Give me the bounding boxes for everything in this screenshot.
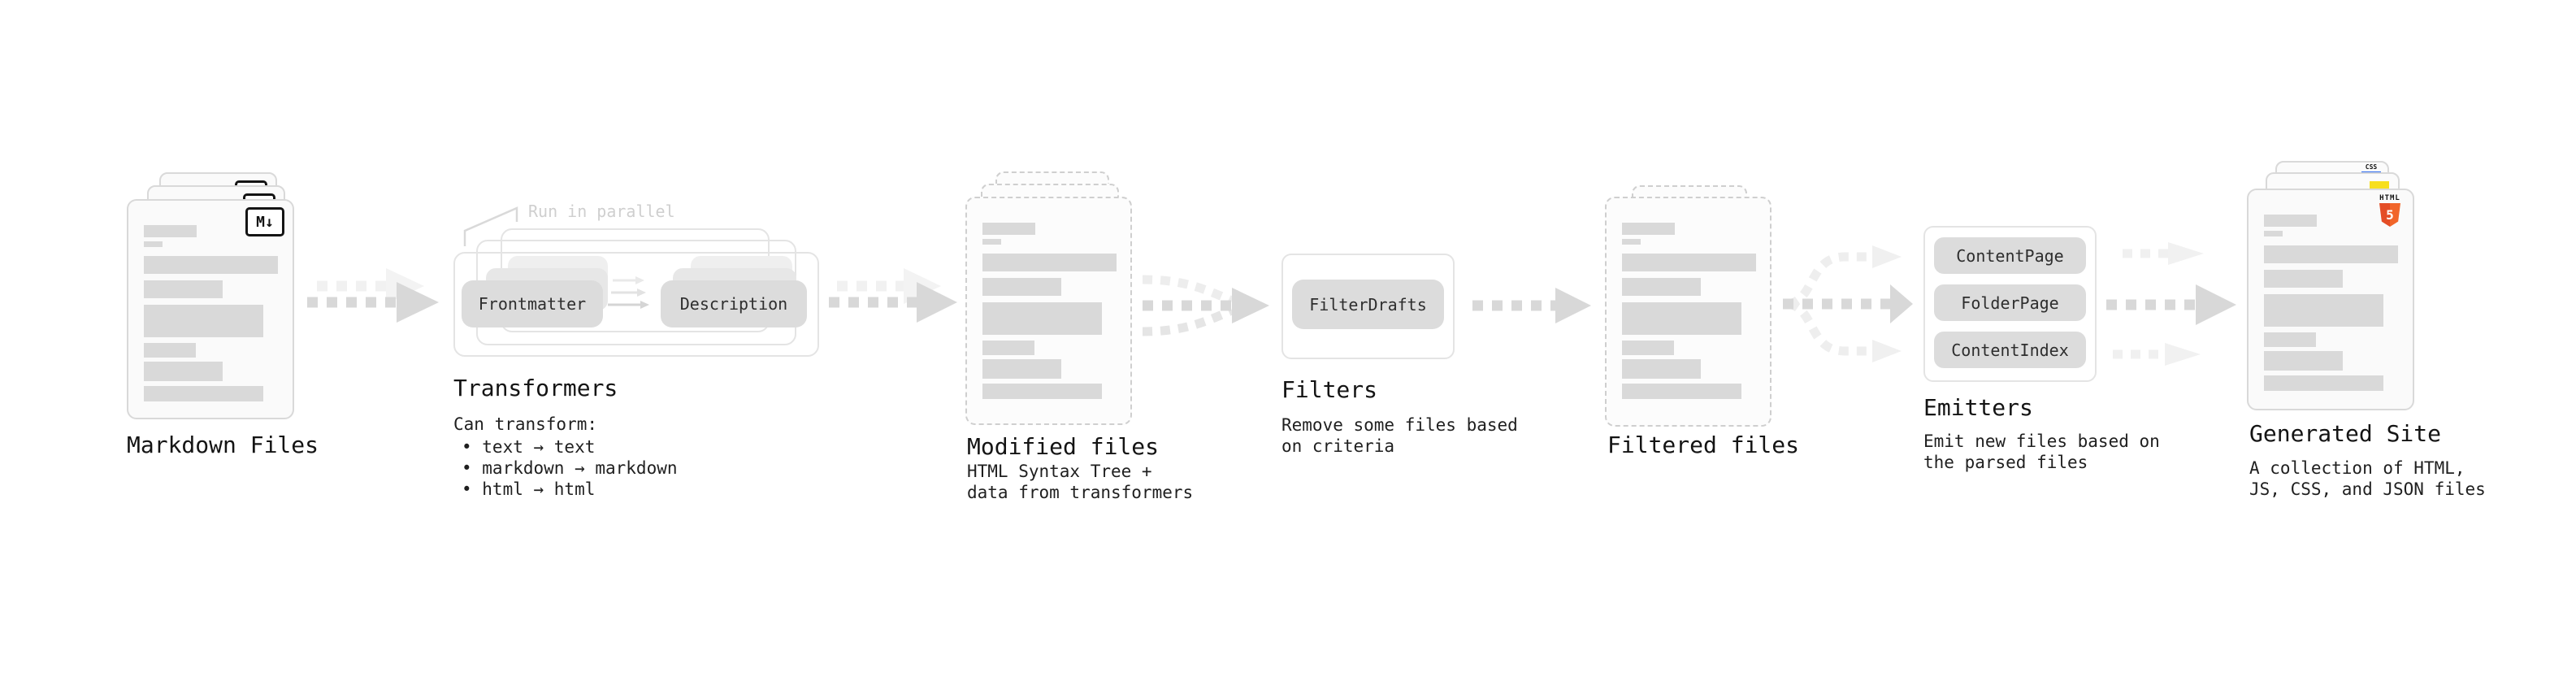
doc-line xyxy=(144,225,197,237)
doc-line xyxy=(982,254,1117,271)
emitter-pill-contentpage: ContentPage xyxy=(1934,237,2086,274)
modified-subtitle-line1: HTML Syntax Tree + xyxy=(967,462,1152,481)
note-run-in-parallel: Run in parallel xyxy=(528,202,675,221)
doc-line xyxy=(1622,223,1675,235)
doc-line xyxy=(982,239,1001,245)
doc-line xyxy=(2264,294,2383,327)
doc-placeholder-lines xyxy=(982,223,1117,399)
modified-subtitle-line2: data from transformers xyxy=(967,483,1194,502)
doc-line xyxy=(2264,351,2343,371)
bullet-item: • markdown → markdown xyxy=(462,458,678,478)
flow-arrow-4 xyxy=(1472,288,1591,323)
flow-arrow-1 xyxy=(307,268,439,323)
doc-line xyxy=(982,359,1061,379)
transformers-bullet-list: • text → text • markdown → markdown • ht… xyxy=(462,436,678,500)
doc-placeholder-lines xyxy=(2264,215,2398,391)
bullet-item: • html → html xyxy=(462,479,596,499)
generated-subtitle-line2: JS, CSS, and JSON files xyxy=(2249,479,2486,499)
stage-title-generated: Generated Site xyxy=(2249,420,2442,447)
doc-line xyxy=(144,280,223,298)
doc-placeholder-lines xyxy=(1622,223,1756,399)
doc-line xyxy=(1622,340,1674,355)
filters-subtitle-line1: Remove some files based xyxy=(1281,415,1518,435)
bullet-item: • text → text xyxy=(462,437,596,457)
filters-subtitle-line2: on criteria xyxy=(1281,436,1395,456)
doc-line xyxy=(144,386,263,401)
doc-line xyxy=(2264,332,2316,347)
markdown-icon: M↓ xyxy=(245,207,284,236)
doc-line xyxy=(144,343,196,358)
transformers-subtitle: Can transform: xyxy=(453,414,598,434)
emitters-subtitle-line1: Emit new files based on xyxy=(1923,432,2160,451)
stage-title-filters: Filters xyxy=(1281,376,1378,403)
doc-line xyxy=(2264,245,2398,263)
note-leader-line xyxy=(463,206,518,246)
emitter-pill-folderpage: FolderPage xyxy=(1934,284,2086,321)
flow-arrow-2 xyxy=(829,268,957,323)
doc-line xyxy=(982,302,1102,335)
doc-line xyxy=(2264,375,2383,391)
doc-line xyxy=(982,223,1035,235)
doc-line xyxy=(144,256,278,274)
generated-file-card-html: HTML 5 xyxy=(2247,189,2414,410)
stage-title-emitters: Emitters xyxy=(1923,394,2033,421)
emitters-box xyxy=(1923,226,2097,382)
doc-line xyxy=(2264,231,2283,236)
flow-arrow-3-merge xyxy=(1142,275,1269,336)
doc-line xyxy=(982,278,1061,296)
stage-title-modified: Modified files xyxy=(967,433,1160,460)
doc-line xyxy=(1622,359,1701,379)
doc-placeholder-lines xyxy=(144,225,278,401)
doc-line xyxy=(144,305,263,337)
doc-line xyxy=(144,241,163,247)
stage-title-filtered: Filtered files xyxy=(1607,432,1800,458)
doc-line xyxy=(1622,278,1701,296)
emitters-subtitle-line2: the parsed files xyxy=(1923,453,2088,472)
doc-line xyxy=(2264,270,2343,288)
flow-arrow-5-fanout xyxy=(1783,245,1913,362)
doc-line xyxy=(982,340,1034,355)
doc-line xyxy=(1622,384,1741,399)
filtered-file-card-front xyxy=(1605,197,1772,427)
flow-arrow-6-triple xyxy=(2106,242,2236,366)
doc-line xyxy=(1622,302,1741,335)
markdown-file-card-front: M↓ xyxy=(127,199,294,419)
stage-title-transformers: Transformers xyxy=(453,375,618,401)
js-file-icon xyxy=(2370,181,2389,190)
generated-subtitle-line1: A collection of HTML, xyxy=(2249,458,2465,478)
emitter-pill-contentindex: ContentIndex xyxy=(1934,332,2086,368)
description-pill: Description xyxy=(661,280,807,327)
stage-title-markdown: Markdown Files xyxy=(127,432,319,458)
frontmatter-pill: Frontmatter xyxy=(462,280,603,327)
filters-box xyxy=(1281,254,1455,359)
doc-line xyxy=(1622,254,1756,271)
transformer-box-front xyxy=(453,252,819,357)
doc-line xyxy=(2264,215,2317,227)
doc-line xyxy=(1622,239,1641,245)
doc-line xyxy=(982,384,1102,399)
doc-line xyxy=(144,362,223,381)
html5-icon: HTML 5 xyxy=(2377,194,2403,227)
filterdrafts-pill: FilterDrafts xyxy=(1292,280,1444,329)
parallel-mini-arrows xyxy=(608,276,649,309)
modified-file-card-front xyxy=(965,197,1132,425)
